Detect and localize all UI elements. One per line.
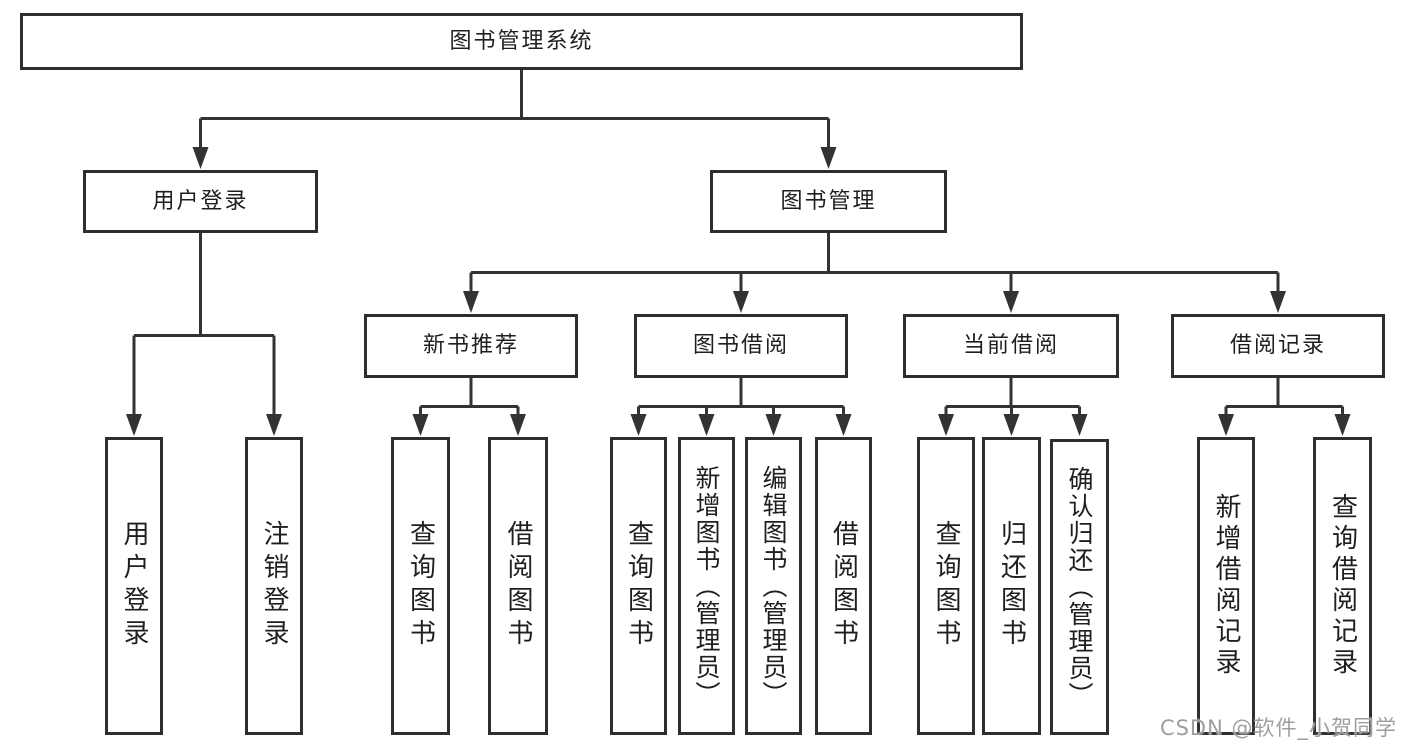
node-current-borrowing: 当前借阅 bbox=[903, 314, 1119, 378]
leaf-user-login: 用户登录 bbox=[105, 437, 163, 735]
leaf-query-books-1: 查询图书 bbox=[391, 437, 450, 735]
arrowheads bbox=[126, 147, 1351, 436]
leaf-logout: 注销登录 bbox=[245, 437, 303, 735]
leaf-confirm-return-admin: 确认归还（管理员） bbox=[1050, 439, 1109, 735]
node-book-borrowing: 图书借阅 bbox=[634, 314, 848, 378]
csdn-watermark: CSDN @软件_小贺同学 bbox=[1159, 716, 1397, 740]
node-user-login: 用户登录 bbox=[83, 170, 318, 233]
leaf-borrow-books-2: 借阅图书 bbox=[815, 437, 872, 735]
node-new-book-recommend: 新书推荐 bbox=[364, 314, 578, 378]
node-library-management-system: 图书管理系统 bbox=[20, 13, 1023, 70]
leaf-add-borrow-record: 新增借阅记录 bbox=[1197, 437, 1255, 735]
node-borrowing-records: 借阅记录 bbox=[1171, 314, 1385, 378]
leaf-query-books-2: 查询图书 bbox=[610, 437, 667, 735]
leaf-query-borrow-record: 查询借阅记录 bbox=[1313, 437, 1372, 735]
leaf-add-book-admin: 新增图书（管理员） bbox=[678, 437, 735, 735]
node-book-management: 图书管理 bbox=[710, 170, 947, 233]
leaf-edit-book-admin: 编辑图书（管理员） bbox=[745, 437, 802, 735]
leaf-return-books: 归还图书 bbox=[982, 437, 1041, 735]
leaf-query-books-3: 查询图书 bbox=[917, 437, 975, 735]
connector-stems bbox=[132, 70, 1344, 428]
leaf-borrow-books-1: 借阅图书 bbox=[488, 437, 548, 735]
